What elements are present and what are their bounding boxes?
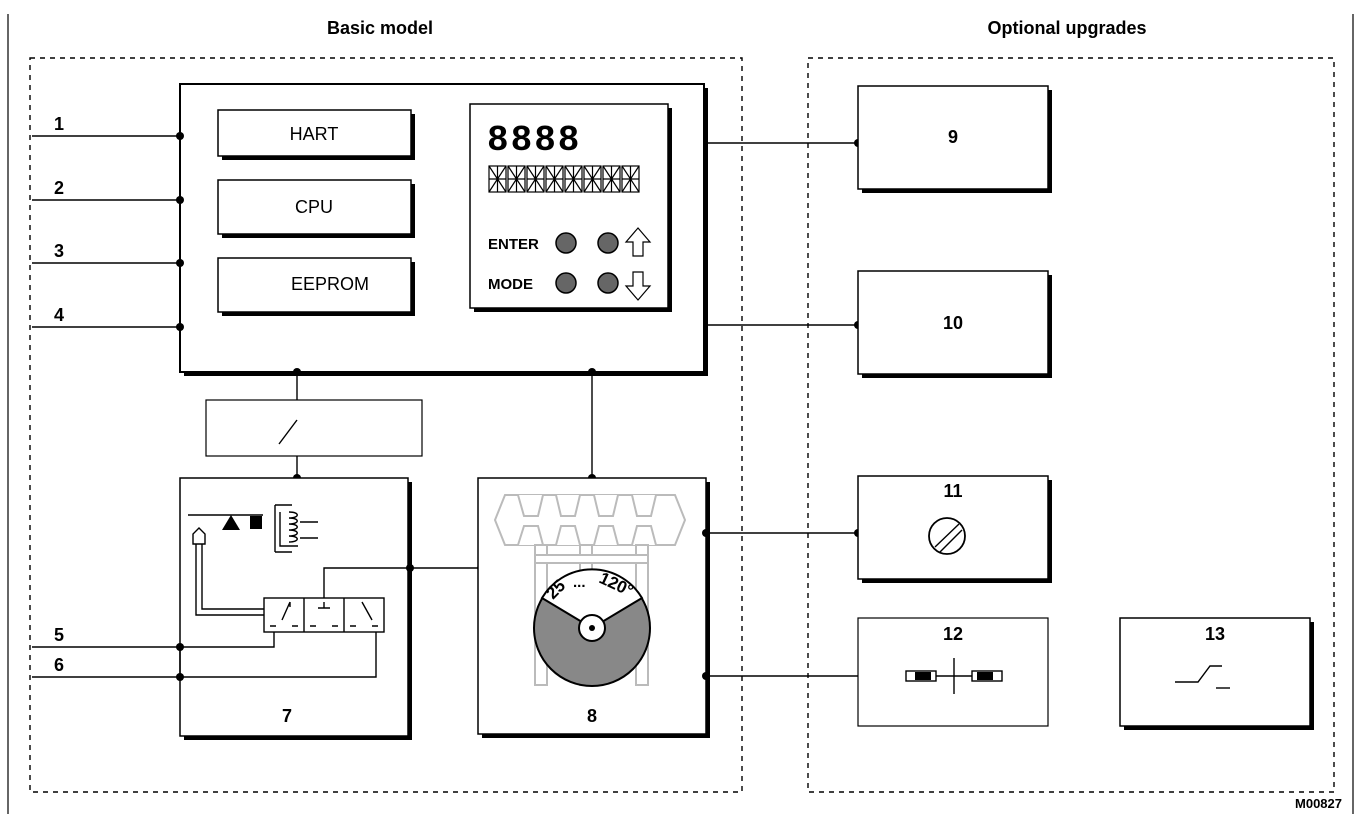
arrow-down-icon: [624, 271, 652, 301]
enter-label: ENTER: [488, 236, 539, 253]
svg-text:6: 6: [54, 655, 64, 675]
coil-icon: [274, 504, 318, 553]
terminal-1: 1: [32, 114, 184, 140]
arrow-up-icon: [624, 227, 652, 257]
svg-text:4: 4: [54, 305, 64, 325]
display-digits: 8888: [487, 120, 581, 161]
hart-label: HART: [290, 124, 339, 144]
potentiometer-icon: 25 ... 120°: [533, 568, 651, 687]
limit-switch-icon: [928, 517, 966, 555]
block-9-label: 9: [948, 127, 958, 147]
section-title-optional: Optional upgrades: [987, 18, 1146, 38]
mode-label: MODE: [488, 276, 533, 293]
cpu-module: CPU: [217, 179, 415, 238]
block-11-label: 11: [943, 481, 962, 501]
dial-range-separator: ...: [573, 574, 586, 591]
svg-text:1: 1: [54, 114, 64, 134]
option-10-block: 10: [857, 270, 1052, 378]
block-13-label: 13: [1205, 624, 1225, 644]
switch-contact-icon: [1175, 665, 1230, 689]
svg-text:3: 3: [54, 241, 64, 261]
switch-icon: [278, 419, 298, 445]
svg-text:2: 2: [54, 178, 64, 198]
block-10-label: 10: [943, 313, 963, 333]
display-panel: 8888 ENTER MODE: [469, 103, 672, 312]
eeprom-module: EEPROM: [217, 257, 415, 316]
block-12-label: 12: [943, 624, 963, 644]
proximity-switch-icon: [905, 658, 1003, 694]
block-8-label: 8: [587, 706, 597, 726]
switch-block: [205, 368, 423, 482]
optional-upgrades-region: [807, 57, 1335, 793]
option-9-block: 9: [857, 85, 1052, 193]
terminal-3: 3: [32, 241, 184, 267]
pneumatic-block: 7: [179, 477, 414, 740]
section-title-basic: Basic model: [327, 18, 433, 38]
valve-icon: [192, 527, 206, 545]
svg-text:5: 5: [54, 625, 64, 645]
enter-button[interactable]: [555, 232, 577, 254]
figure-id: M00827: [1295, 796, 1342, 811]
mode-button[interactable]: [555, 272, 577, 294]
hart-module: HART: [217, 109, 415, 160]
block-7-label: 7: [282, 706, 292, 726]
valve-block: [263, 597, 385, 633]
terminal-4: 4: [32, 305, 184, 331]
feedback-block: 8 25 ... 120°: [477, 477, 710, 738]
down-button[interactable]: [597, 272, 619, 294]
up-button[interactable]: [597, 232, 619, 254]
cpu-label: CPU: [295, 197, 333, 217]
dot-matrix-row: [488, 165, 640, 193]
nozzle-icon: [222, 515, 240, 530]
option-13-block: 13: [1119, 617, 1314, 730]
basic-model-region: [29, 57, 743, 793]
terminal-2: 2: [32, 178, 184, 204]
option-12-block: 12: [857, 617, 1049, 727]
eeprom-label: EEPROM: [291, 274, 369, 294]
option-11-block: 11: [857, 475, 1052, 583]
